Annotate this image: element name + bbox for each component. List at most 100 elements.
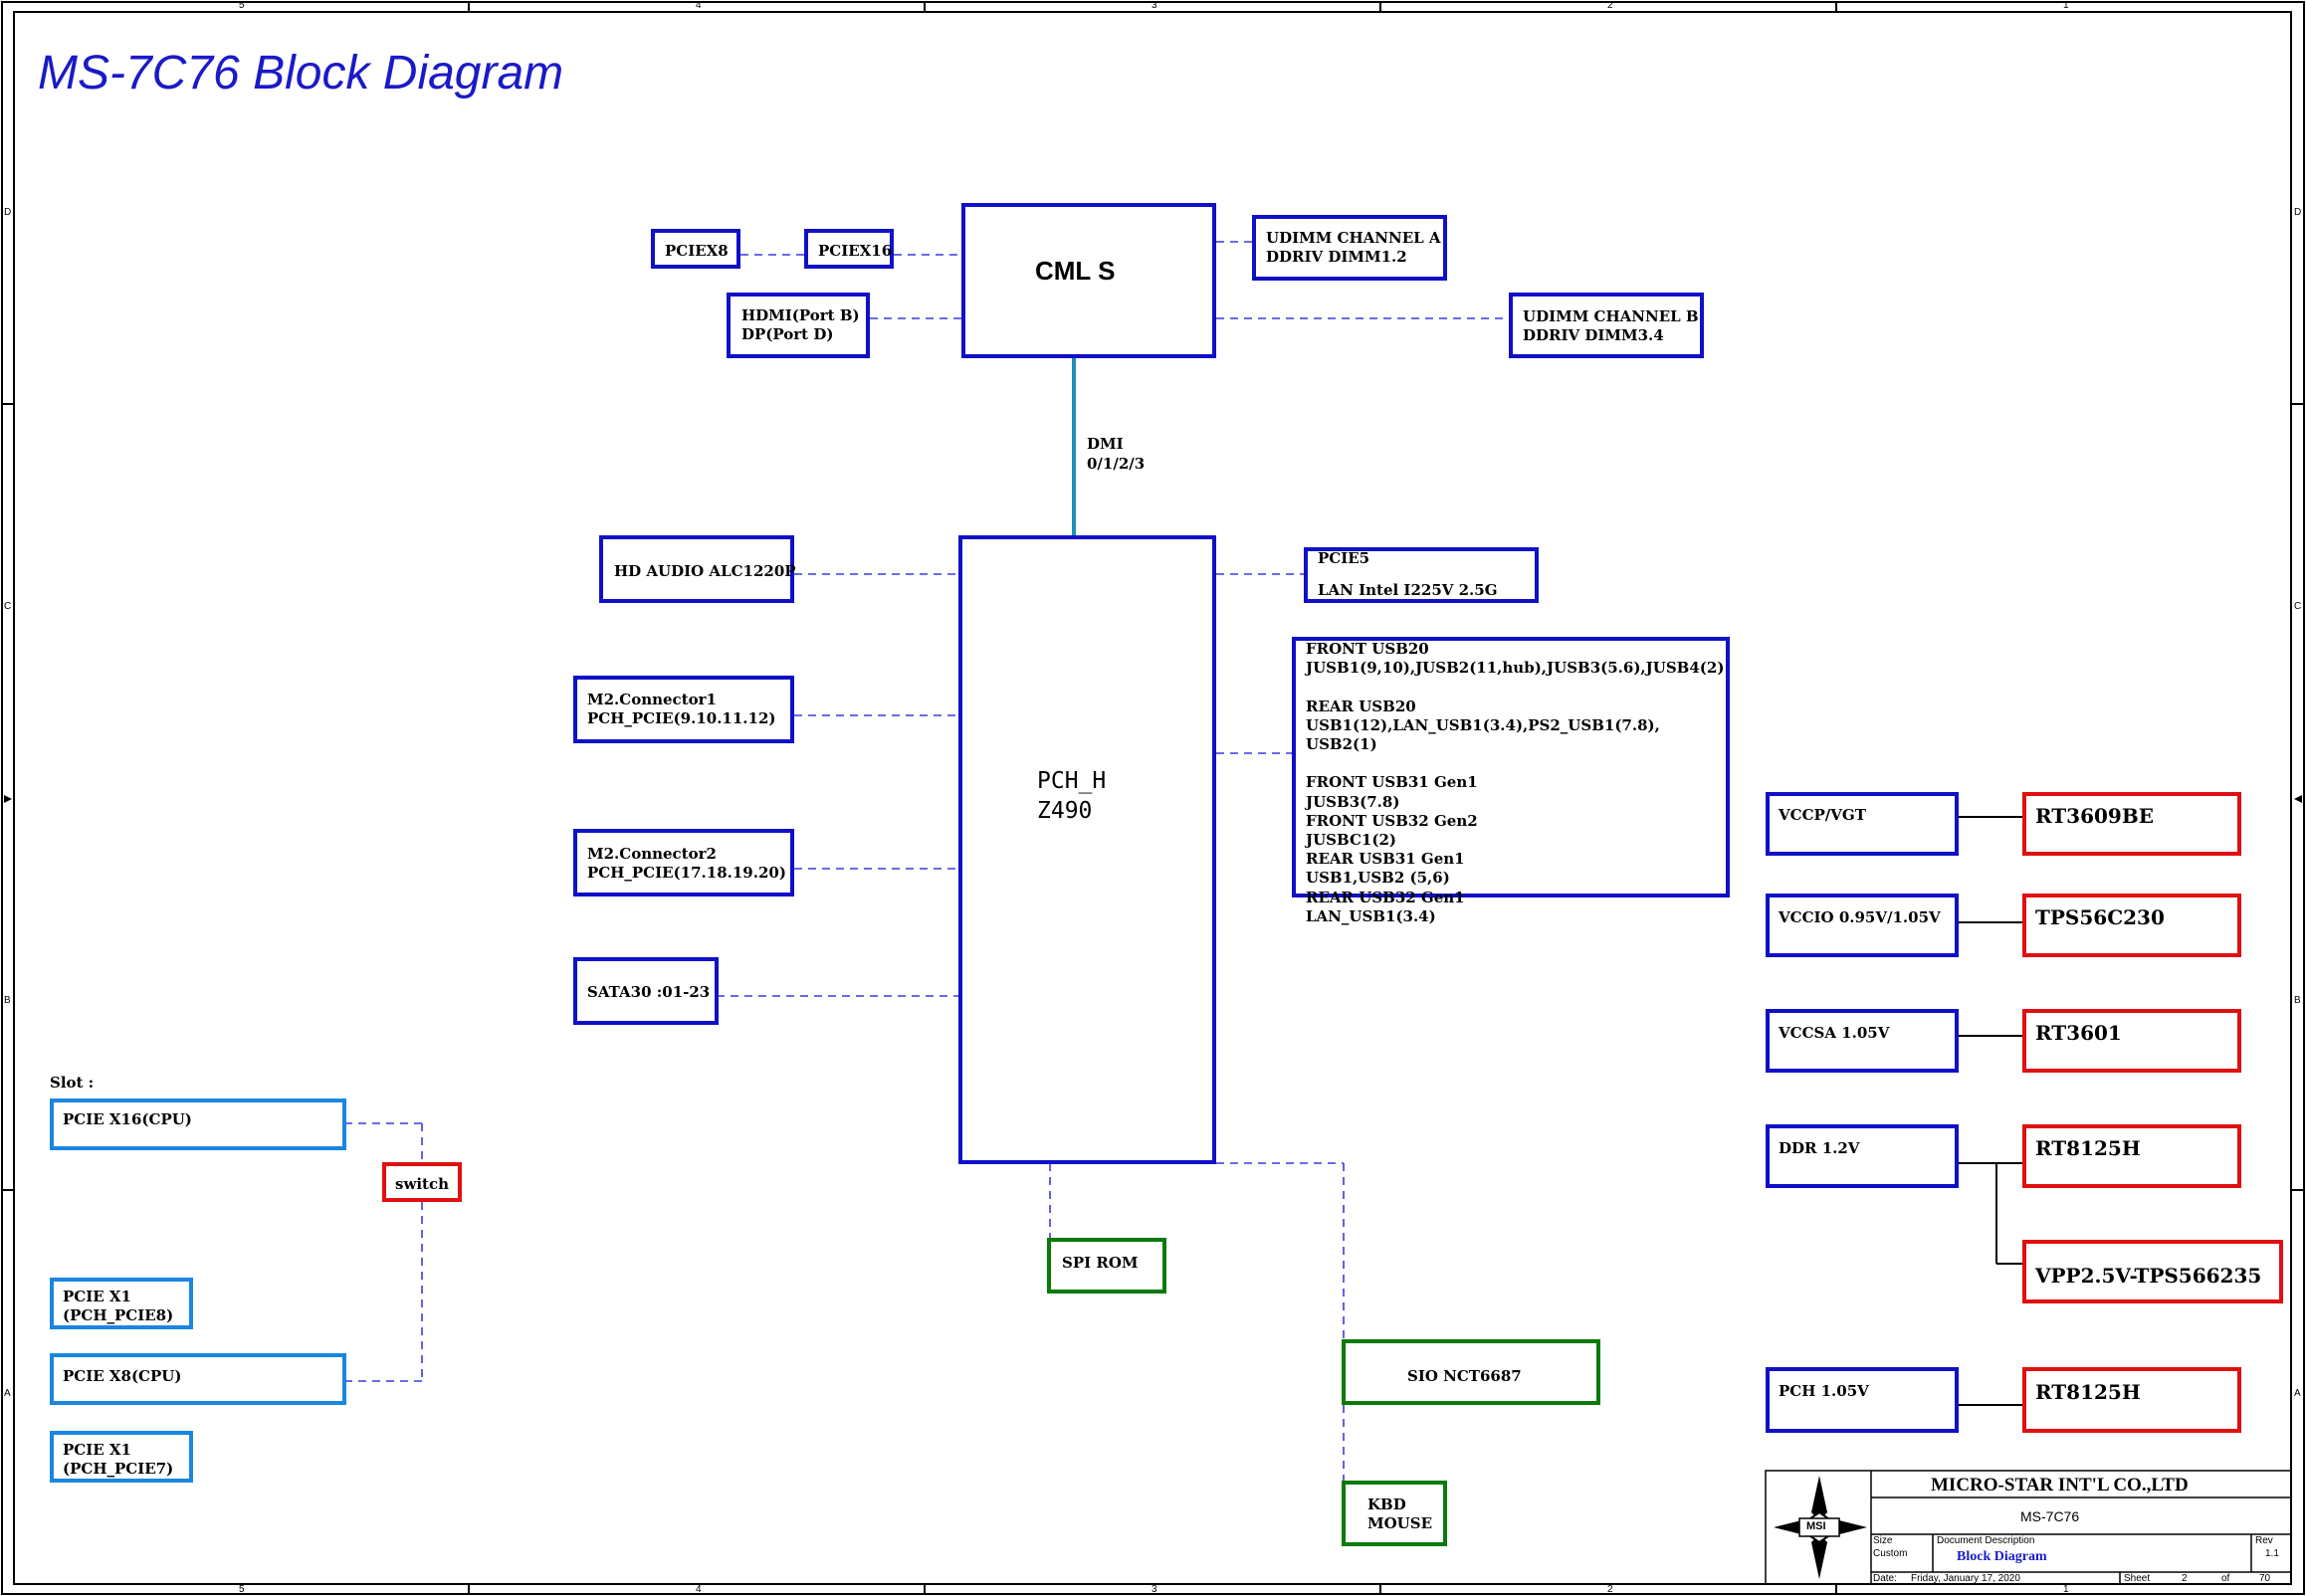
row-mark: C bbox=[2294, 601, 2302, 612]
cpu-label: CML S bbox=[1035, 256, 1116, 286]
slot-header: Slot : bbox=[50, 1074, 95, 1092]
regulator-rt3601[interactable] bbox=[2022, 1009, 2241, 1073]
pciex8-block[interactable] bbox=[651, 229, 740, 269]
sheet-value: 2 bbox=[2182, 1573, 2188, 1584]
m2-connector2-label: M2.Connector2 PCH_PCIE(17.18.19.20) bbox=[587, 845, 786, 882]
hdmi-dp-label: HDMI(Port B) DP(Port D) bbox=[741, 306, 860, 343]
power-connections bbox=[1959, 816, 2022, 1406]
row-mark: D bbox=[4, 207, 12, 218]
col-mark: 3 bbox=[1152, 0, 1157, 11]
rail-ddr[interactable] bbox=[1766, 1124, 1959, 1188]
rev-value: 1.1 bbox=[2265, 1548, 2279, 1559]
m2-connector1-block[interactable] bbox=[573, 676, 794, 743]
of-label: of bbox=[2221, 1573, 2230, 1584]
doc-desc-label: Document Description bbox=[1937, 1535, 2035, 1546]
rail-label: VCCP/VGT bbox=[1779, 806, 1866, 824]
of-value: 70 bbox=[2259, 1573, 2271, 1584]
memory-channel-a-label: UDIMM CHANNEL A DDRIV DIMM1.2 bbox=[1266, 229, 1441, 266]
slot-pcie-x16-cpu-label: PCIE X16(CPU) bbox=[63, 1110, 192, 1128]
rail-vccio[interactable] bbox=[1766, 894, 1959, 957]
col-mark: 1 bbox=[2063, 0, 2069, 11]
hdmi-dp-block[interactable] bbox=[727, 293, 870, 358]
diagram-title: MS-7C76 Block Diagram bbox=[38, 47, 564, 100]
slot-pcie-x1-pch7[interactable] bbox=[50, 1431, 193, 1483]
regulator-rt8125h-ddr[interactable] bbox=[2022, 1124, 2241, 1188]
doc-desc-value: Block Diagram bbox=[1957, 1549, 2047, 1564]
kbd-mouse-label: KBD MOUSE bbox=[1367, 1496, 1433, 1532]
slot-pcie-x1-pch8[interactable] bbox=[50, 1278, 193, 1329]
lan-block[interactable] bbox=[1304, 547, 1539, 603]
row-mark: B bbox=[4, 995, 11, 1006]
pciex16-block[interactable] bbox=[804, 229, 894, 269]
rail-vccsa[interactable] bbox=[1766, 1009, 1959, 1073]
col-mark: 4 bbox=[696, 0, 702, 11]
memory-channel-b-label: UDIMM CHANNEL B DDRIV DIMM3.4 bbox=[1523, 307, 1699, 344]
size-label: Size bbox=[1873, 1535, 1893, 1546]
row-mark: A bbox=[2294, 1388, 2301, 1399]
pch-label: PCH_H Z490 bbox=[1037, 768, 1107, 824]
msi-logo-icon bbox=[1774, 1476, 1867, 1579]
spi-rom-label: SPI ROM bbox=[1062, 1254, 1139, 1272]
dmi-label: DMI 0/1/2/3 bbox=[1087, 435, 1146, 473]
rail-label: PCH 1.05V bbox=[1779, 1382, 1869, 1400]
row-mark: A bbox=[4, 1388, 11, 1399]
slot-pcie-x1-pch8-label: PCIE X1 (PCH_PCIE8) bbox=[63, 1288, 174, 1324]
sata-block[interactable] bbox=[573, 957, 719, 1025]
hd-audio-label: HD AUDIO ALC1220P bbox=[614, 562, 796, 580]
pciex8-label: PCIEX8 bbox=[665, 242, 729, 260]
regulator-label: TPS56C230 bbox=[2035, 905, 2165, 929]
regulator-label: RT3609BE bbox=[2035, 804, 2154, 828]
date-label: Date: bbox=[1873, 1573, 1897, 1584]
company-name: MICRO-STAR INT'L CO.,LTD bbox=[1931, 1475, 2189, 1496]
msi-logo-text: MSI bbox=[1806, 1520, 1826, 1532]
hd-audio-block[interactable] bbox=[599, 535, 794, 603]
sata-label: SATA30 :01-23 bbox=[587, 983, 711, 1001]
rail-pch[interactable] bbox=[1766, 1367, 1959, 1433]
row-mark: D bbox=[2294, 207, 2302, 218]
switch-label: switch bbox=[395, 1175, 450, 1193]
dashed-connections bbox=[344, 241, 1509, 1483]
lan-label: PCIE5 LAN Intel I225V 2.5G bbox=[1318, 549, 1498, 599]
regulator-label: RT8125H bbox=[2035, 1380, 2141, 1404]
pciex16-label: PCIEX16 bbox=[818, 242, 893, 260]
rev-label: Rev bbox=[2255, 1535, 2273, 1546]
sio-block[interactable] bbox=[1342, 1339, 1600, 1405]
col-mark: 5 bbox=[239, 0, 245, 11]
slot-pcie-x8-cpu[interactable] bbox=[50, 1353, 346, 1405]
model-name: MS-7C76 bbox=[2020, 1508, 2080, 1524]
memory-channel-b[interactable] bbox=[1509, 293, 1704, 358]
sio-label: SIO NCT6687 bbox=[1407, 1367, 1522, 1385]
col-mark: 2 bbox=[1607, 0, 1613, 11]
sheet-label: Sheet bbox=[2124, 1573, 2151, 1584]
kbd-mouse-block[interactable] bbox=[1342, 1481, 1447, 1546]
col-mark: 3 bbox=[1152, 1584, 1157, 1595]
spi-rom-block[interactable] bbox=[1047, 1238, 1166, 1294]
cpu-block[interactable] bbox=[961, 203, 1216, 358]
memory-channel-a[interactable] bbox=[1252, 215, 1447, 281]
usb-block[interactable] bbox=[1292, 637, 1730, 898]
regulator-tps56c230[interactable] bbox=[2022, 894, 2241, 957]
rail-vccp-vgt[interactable] bbox=[1766, 792, 1959, 856]
row-mark: B bbox=[2294, 995, 2301, 1006]
regulator-rt3609be[interactable] bbox=[2022, 792, 2241, 856]
regulator-label: RT8125H bbox=[2035, 1136, 2141, 1160]
rail-label: DDR 1.2V bbox=[1779, 1139, 1860, 1157]
rail-label: VCCIO 0.95V/1.05V bbox=[1779, 908, 1941, 926]
pch-block[interactable] bbox=[958, 535, 1216, 1164]
col-mark: 1 bbox=[2063, 1584, 2069, 1595]
regulator-label: RT3601 bbox=[2035, 1021, 2122, 1045]
col-mark: 4 bbox=[696, 1584, 702, 1595]
col-mark: 5 bbox=[239, 1584, 245, 1595]
slot-pcie-x16-cpu[interactable] bbox=[50, 1098, 346, 1150]
regulator-vpp[interactable] bbox=[2022, 1240, 2283, 1303]
row-mark: C bbox=[4, 601, 12, 612]
regulator-label: VPP2.5V-TPS566235 bbox=[2035, 1264, 2262, 1288]
size-value: Custom bbox=[1873, 1548, 1908, 1559]
date-value: Friday, January 17, 2020 bbox=[1911, 1573, 2020, 1584]
slot-pcie-x8-cpu-label: PCIE X8(CPU) bbox=[63, 1367, 182, 1385]
switch-block[interactable] bbox=[382, 1162, 462, 1202]
regulator-rt8125h-pch[interactable] bbox=[2022, 1367, 2241, 1433]
m2-connector2-block[interactable] bbox=[573, 829, 794, 897]
